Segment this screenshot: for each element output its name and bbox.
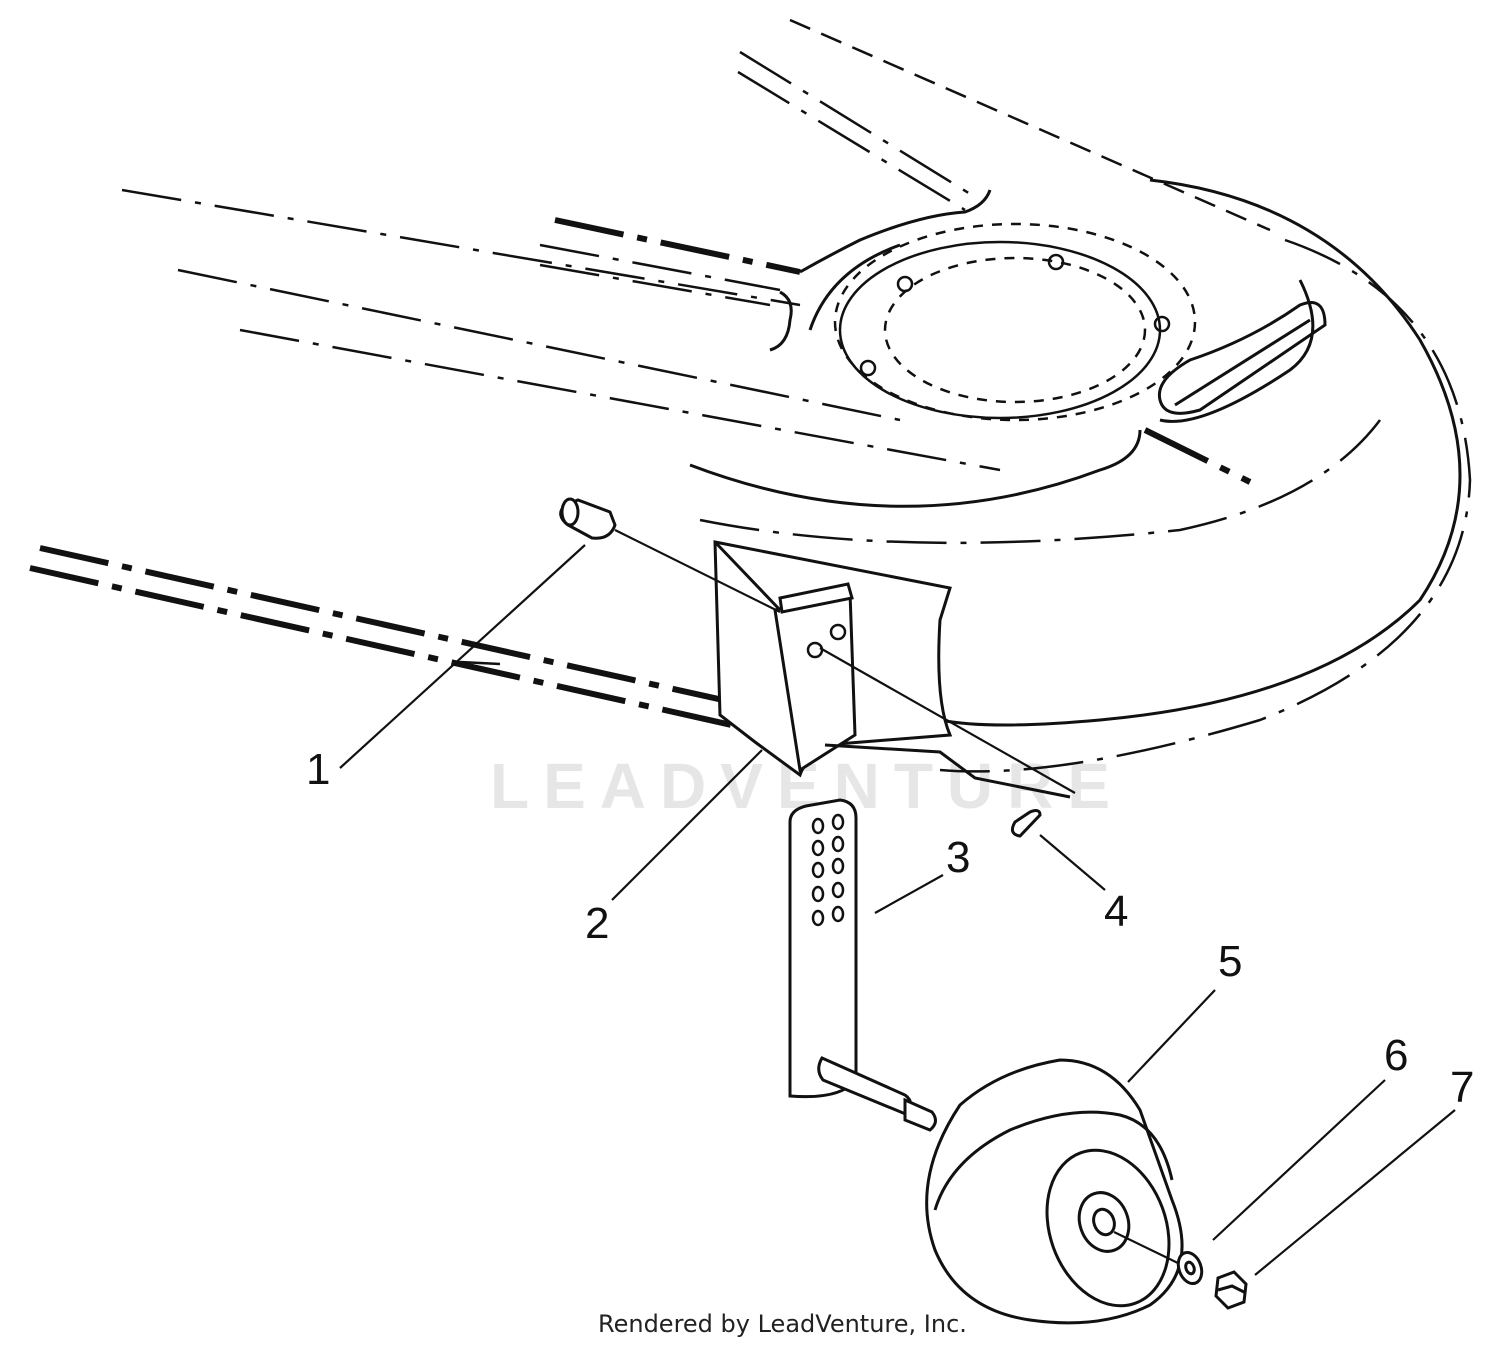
part-2-bracket — [713, 540, 1071, 799]
callout-4: 4 — [1104, 887, 1128, 936]
part-1-bolt — [559, 497, 781, 613]
callout-5: 5 — [1218, 937, 1242, 986]
part-3-caster-arm — [788, 798, 937, 1132]
callout-6: 6 — [1384, 1031, 1408, 1080]
part-4-pin — [819, 647, 1076, 838]
callout-3: 3 — [946, 833, 970, 882]
part-5-wheel — [925, 1058, 1184, 1325]
footer-credit: Rendered by LeadVenture, Inc. — [598, 1310, 967, 1338]
callout-7: 7 — [1450, 1063, 1474, 1112]
callout-2: 2 — [585, 899, 609, 948]
part-7-nut — [1214, 1270, 1248, 1310]
part-6-washer — [1176, 1251, 1204, 1285]
mower-deck-outline — [29, 18, 1472, 773]
leader-lines — [339, 544, 1456, 1276]
callout-1: 1 — [306, 745, 330, 794]
callout-labels: 1 2 3 4 5 6 7 — [306, 745, 1474, 1112]
